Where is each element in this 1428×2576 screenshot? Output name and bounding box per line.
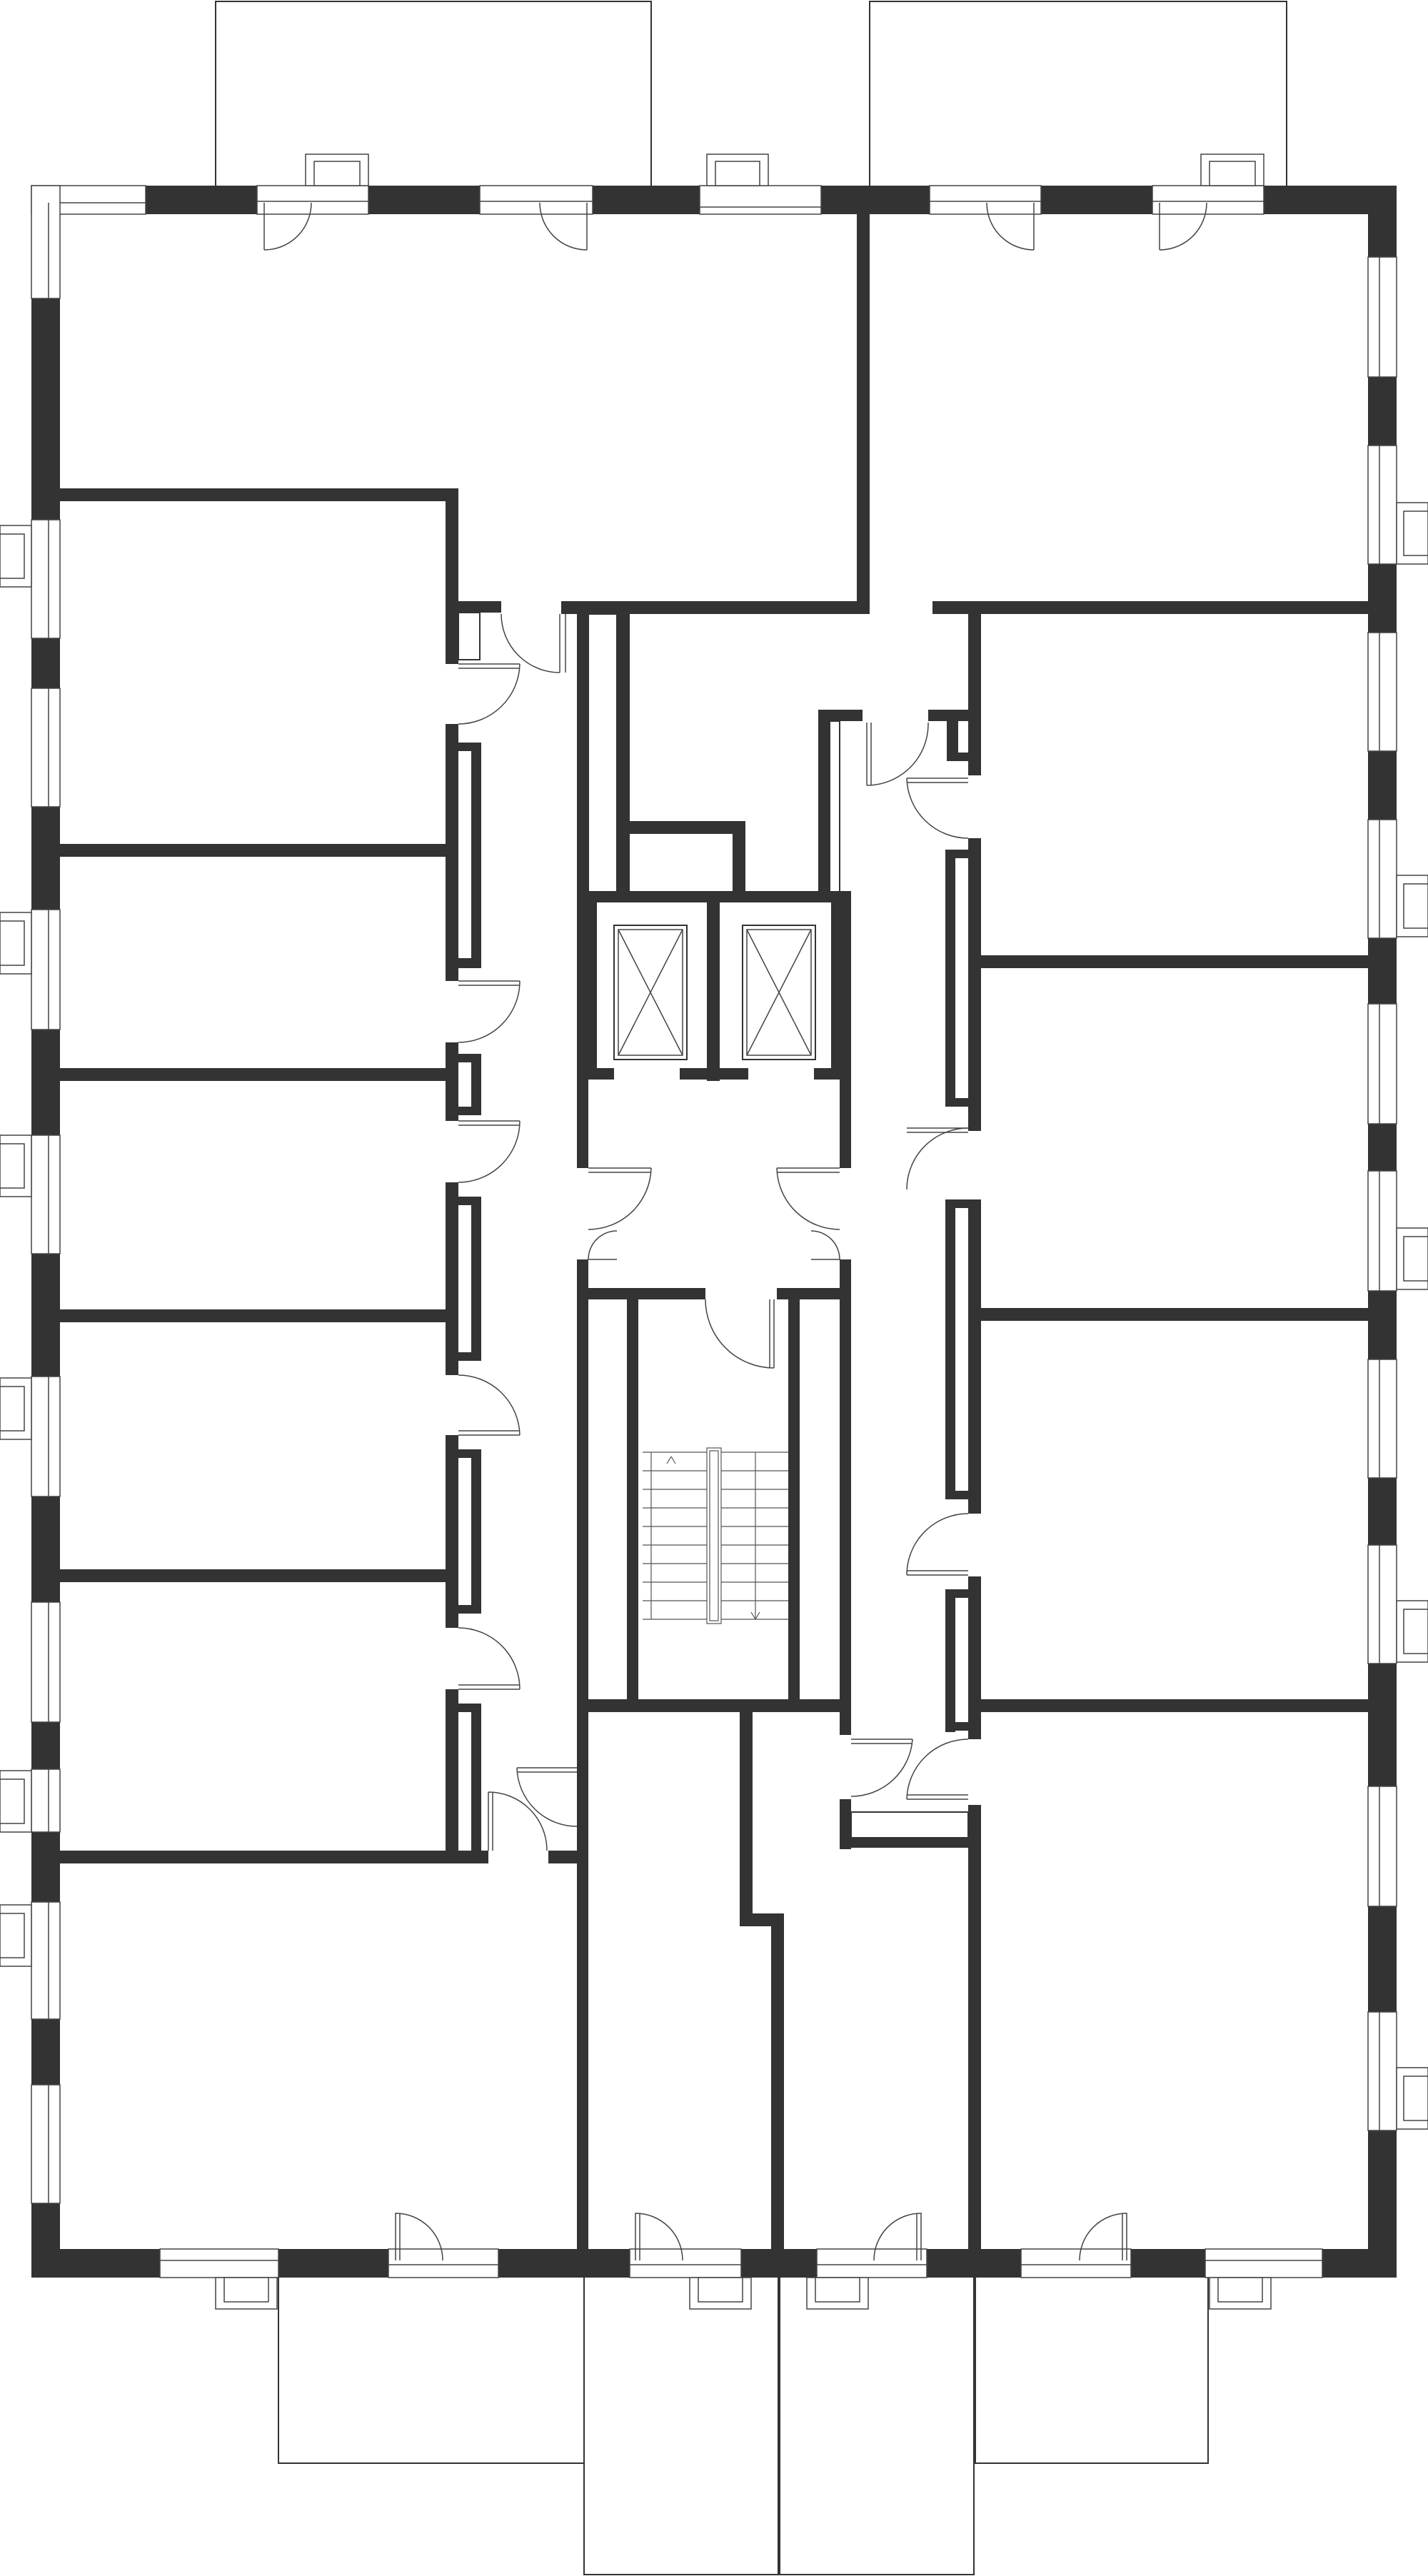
windows-right xyxy=(1367,256,1397,2131)
windows-bottom xyxy=(159,2248,1323,2278)
windows-left xyxy=(31,185,61,2204)
radiators xyxy=(0,154,1428,2310)
balcony-bottom-center-right xyxy=(779,2278,975,2575)
stair-down-arrow-icon xyxy=(750,1611,760,1620)
balcony-bottom-center-left xyxy=(583,2278,779,2575)
elevator-right xyxy=(742,925,816,1060)
balcony-bottom-left xyxy=(278,2278,584,2464)
outer-walls xyxy=(31,186,1397,2278)
interior-walls xyxy=(60,214,1368,2249)
doors xyxy=(263,202,1207,2261)
stair-up-arrow-icon xyxy=(666,1456,676,1464)
elevator-left xyxy=(613,925,688,1060)
balcony-bottom-right xyxy=(975,2278,1209,2464)
balcony-top-left xyxy=(215,1,652,187)
staircase xyxy=(643,1447,788,1624)
balcony-top-right xyxy=(869,1,1287,187)
